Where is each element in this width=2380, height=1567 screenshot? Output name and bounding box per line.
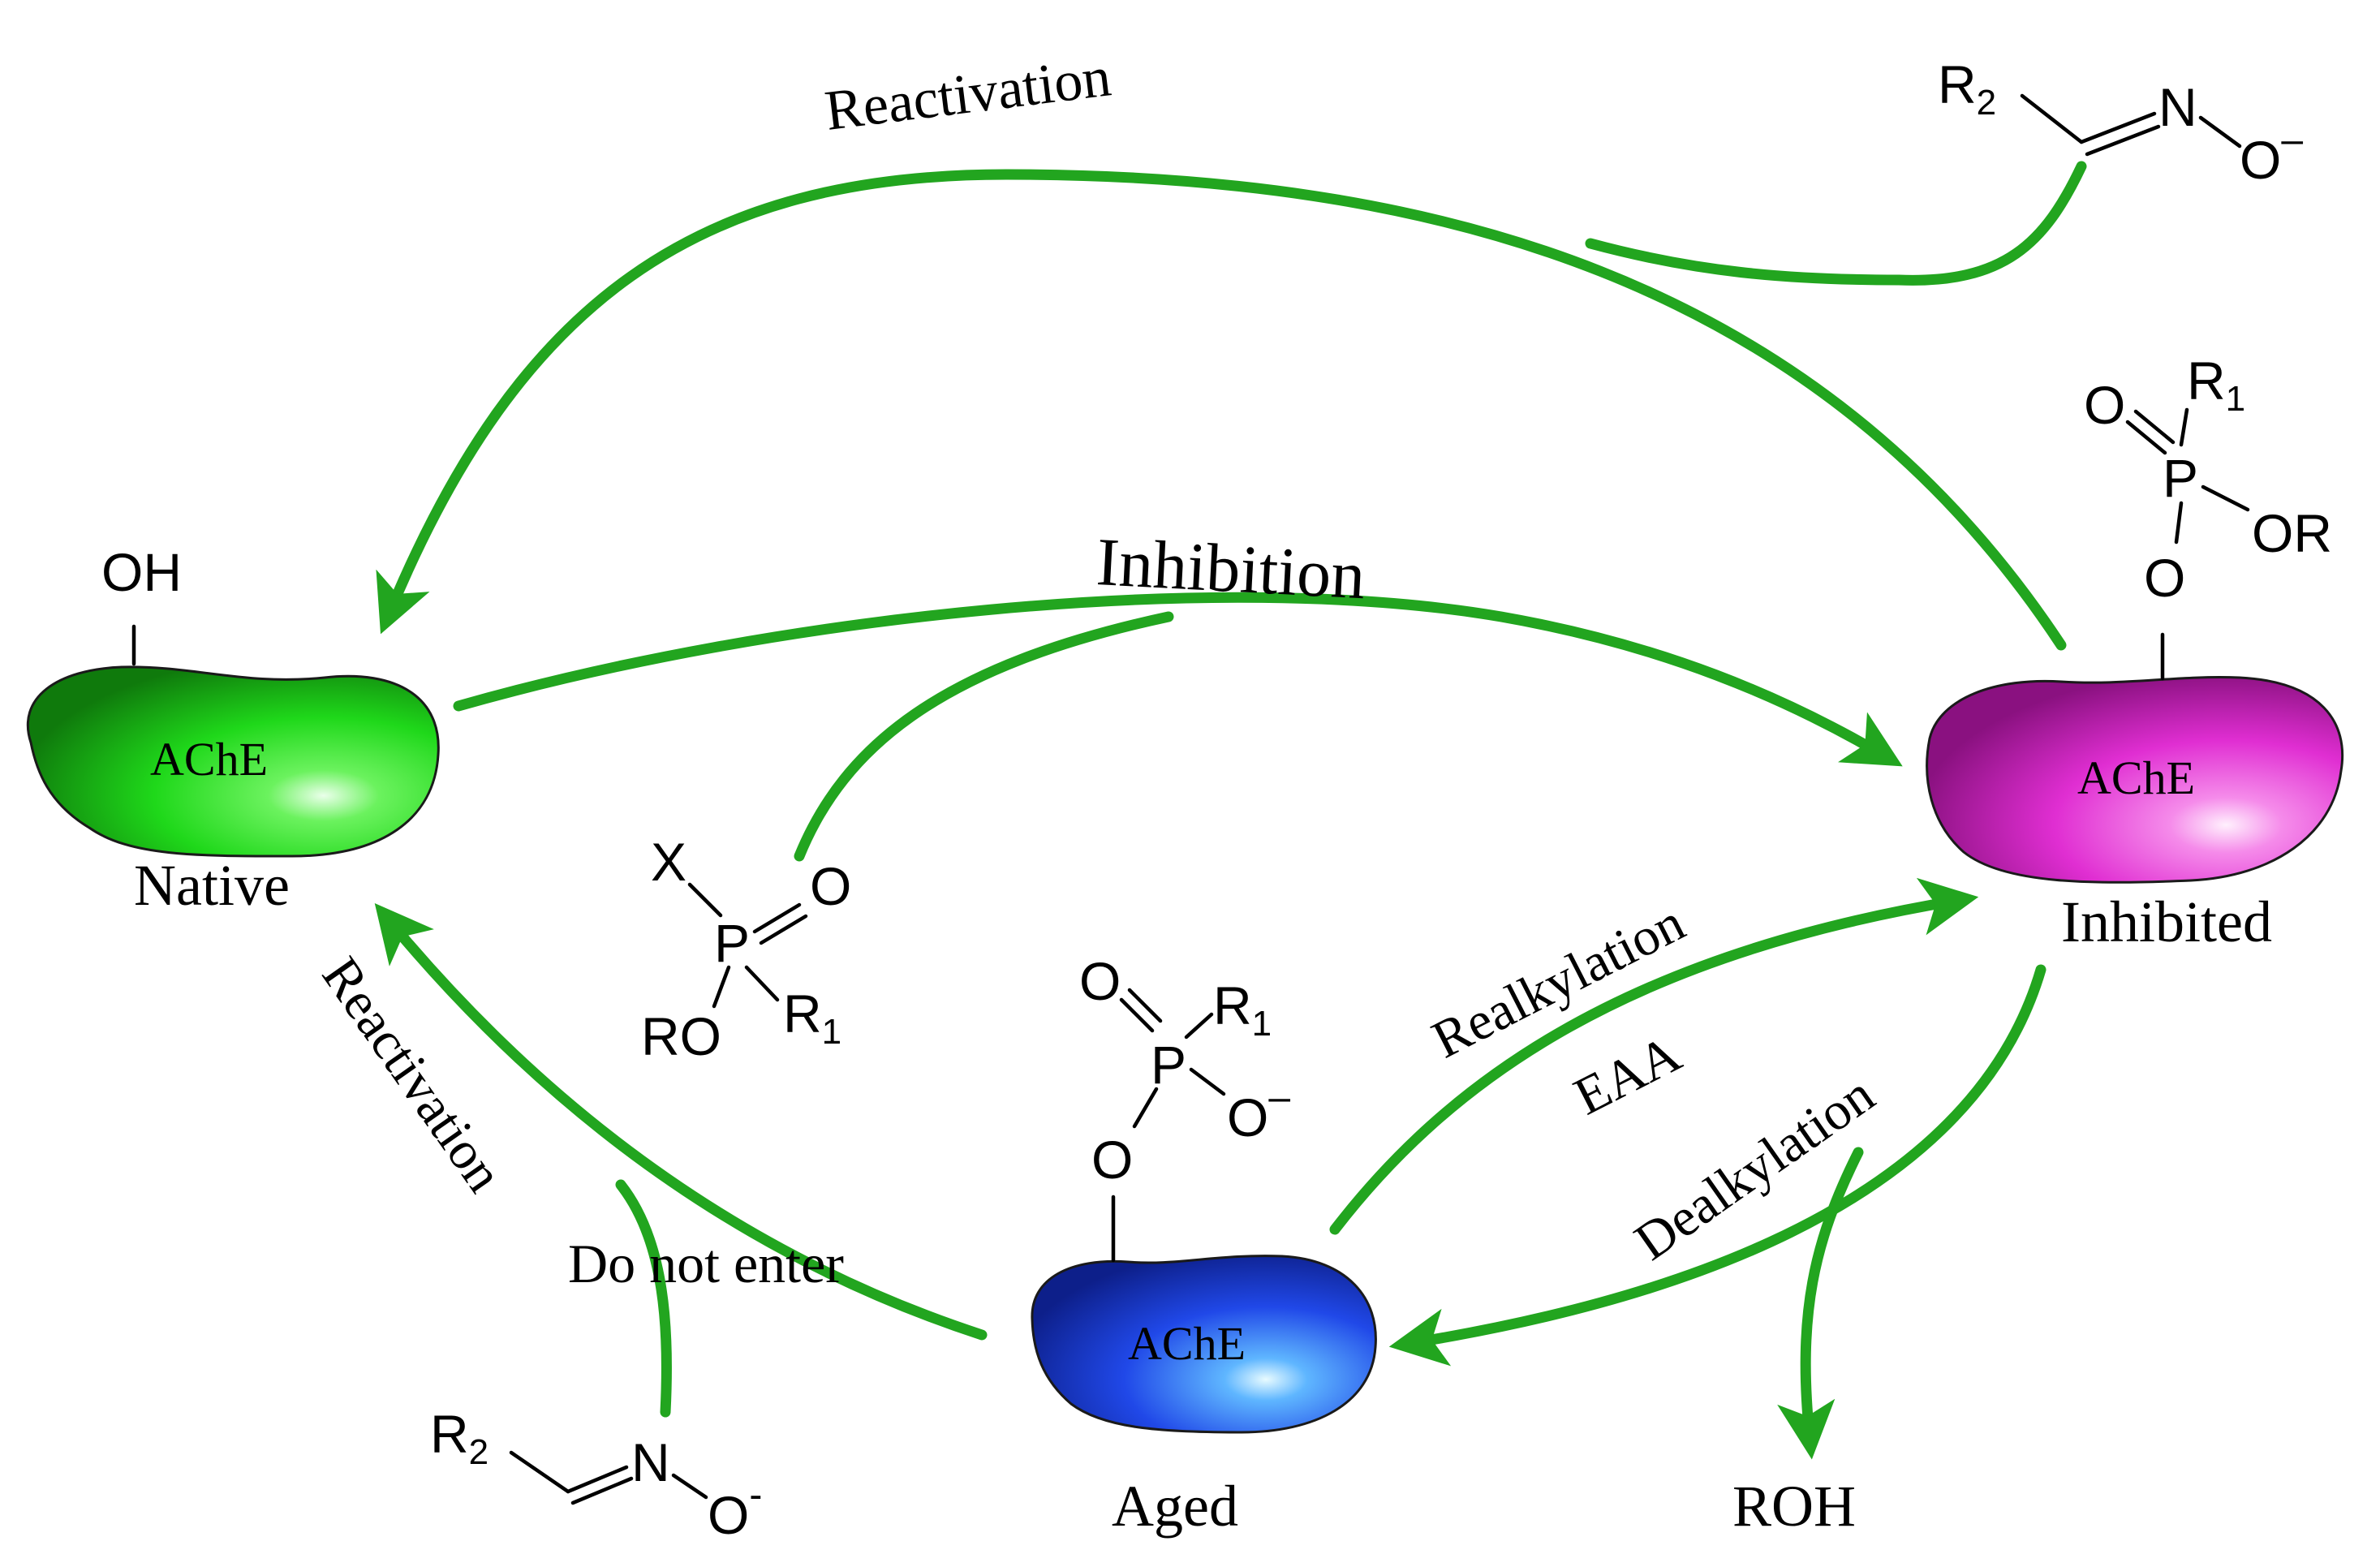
op-r-sub: 1 bbox=[822, 1012, 841, 1052]
svg-text:R1: R1 bbox=[2187, 351, 2245, 419]
oxime-top-o: O bbox=[2240, 130, 2281, 190]
svg-text:R2: R2 bbox=[1938, 54, 1996, 123]
label-do-not-enter: Do not enter bbox=[568, 1233, 844, 1294]
inhibited-adduct-o-double: O bbox=[2084, 375, 2125, 435]
native-oh-group: OH bbox=[101, 542, 182, 602]
aged-adduct-o-minus: O bbox=[1227, 1087, 1268, 1147]
svg-text:O-: O- bbox=[708, 1474, 762, 1545]
enzyme-aged: AChE bbox=[1031, 1195, 1377, 1434]
oxime-top-n: N bbox=[2158, 77, 2197, 137]
state-label-native: Native bbox=[134, 853, 290, 918]
arrow-op-join bbox=[794, 611, 1174, 862]
oxime-bottom-o: O bbox=[708, 1485, 749, 1545]
enzyme-inhibited-body bbox=[1926, 676, 2344, 884]
label-inhibition: Inhibition bbox=[1095, 524, 1367, 613]
op-ro: RO bbox=[641, 1006, 721, 1066]
molecule-oxime-top: R2 N O– bbox=[1938, 54, 2303, 190]
svg-text:R2: R2 bbox=[430, 1404, 488, 1472]
arrow-realkylation bbox=[1329, 877, 1979, 1235]
inhibited-adduct-p: P bbox=[2163, 448, 2198, 508]
inhibited-adduct-or: OR bbox=[2252, 503, 2332, 563]
inhibited-adduct-r-sub: 1 bbox=[2226, 379, 2245, 419]
molecule-oxime-bottom: R2 N O- bbox=[430, 1404, 762, 1545]
label-eaa: EAA bbox=[1565, 1024, 1690, 1127]
op-o-double: O bbox=[810, 856, 851, 916]
arrow-oxime-join-bottom bbox=[615, 1179, 672, 1418]
molecule-inhibited-adduct: O R1 P OR O bbox=[2084, 351, 2332, 608]
label-reactivation-top: Reactivation bbox=[822, 45, 1115, 143]
inhibited-adduct-r: R bbox=[2187, 351, 2226, 411]
label-roh-product: ROH bbox=[1732, 1474, 1856, 1539]
op-r: R bbox=[783, 984, 822, 1044]
svg-text:O–: O– bbox=[2240, 118, 2303, 190]
svg-text:O–: O– bbox=[1227, 1076, 1290, 1147]
op-x: X bbox=[651, 832, 686, 892]
arrow-dealkylation bbox=[1388, 964, 2046, 1367]
arrow-oxime-join-top bbox=[1585, 161, 2087, 286]
oxime-top-r: R bbox=[1938, 54, 1977, 114]
state-label-inhibited: Inhibited bbox=[2061, 889, 2272, 954]
aged-adduct-o-double: O bbox=[1079, 951, 1121, 1011]
oxime-top-r-sub: 2 bbox=[1977, 83, 1996, 123]
aged-adduct-r: R bbox=[1213, 975, 1252, 1035]
enzyme-inhibited: AChE bbox=[1926, 632, 2344, 884]
oxime-top-charge: – bbox=[2281, 118, 2303, 161]
enzyme-native-label: AChE bbox=[150, 733, 268, 786]
molecule-aged-adduct: O R1 P O– O bbox=[1079, 951, 1290, 1190]
aged-adduct-charge: – bbox=[1268, 1076, 1290, 1119]
op-p: P bbox=[714, 913, 750, 973]
svg-text:R1: R1 bbox=[783, 984, 841, 1052]
arrow-reactivation-top bbox=[376, 169, 2067, 651]
arrow-roh bbox=[1777, 1147, 1864, 1460]
enzyme-native: OH AChE bbox=[26, 542, 440, 858]
molecule-organophosphate: X P O RO R1 bbox=[641, 832, 851, 1066]
oxime-bottom-n: N bbox=[631, 1432, 670, 1492]
label-reactivation-left: Reactivation bbox=[311, 947, 514, 1203]
oxime-bottom-charge: - bbox=[749, 1474, 762, 1517]
aged-adduct-r-sub: 1 bbox=[1252, 1004, 1272, 1044]
oxime-bottom-r: R bbox=[430, 1404, 469, 1464]
state-label-aged: Aged bbox=[1112, 1474, 1238, 1539]
inhibited-adduct-o-link: O bbox=[2144, 548, 2185, 608]
aged-adduct-o-link: O bbox=[1091, 1130, 1133, 1190]
enzyme-aged-body bbox=[1031, 1255, 1377, 1434]
enzyme-native-body bbox=[26, 665, 440, 858]
aged-adduct-p: P bbox=[1151, 1035, 1186, 1095]
svg-text:R1: R1 bbox=[1213, 975, 1272, 1044]
enzyme-aged-label: AChE bbox=[1128, 1317, 1246, 1370]
enzyme-inhibited-label: AChE bbox=[2077, 751, 2195, 804]
oxime-bottom-r-sub: 2 bbox=[469, 1432, 488, 1472]
arrow-reactivation-left bbox=[374, 902, 988, 1341]
arrow-inhibition bbox=[453, 592, 1903, 767]
